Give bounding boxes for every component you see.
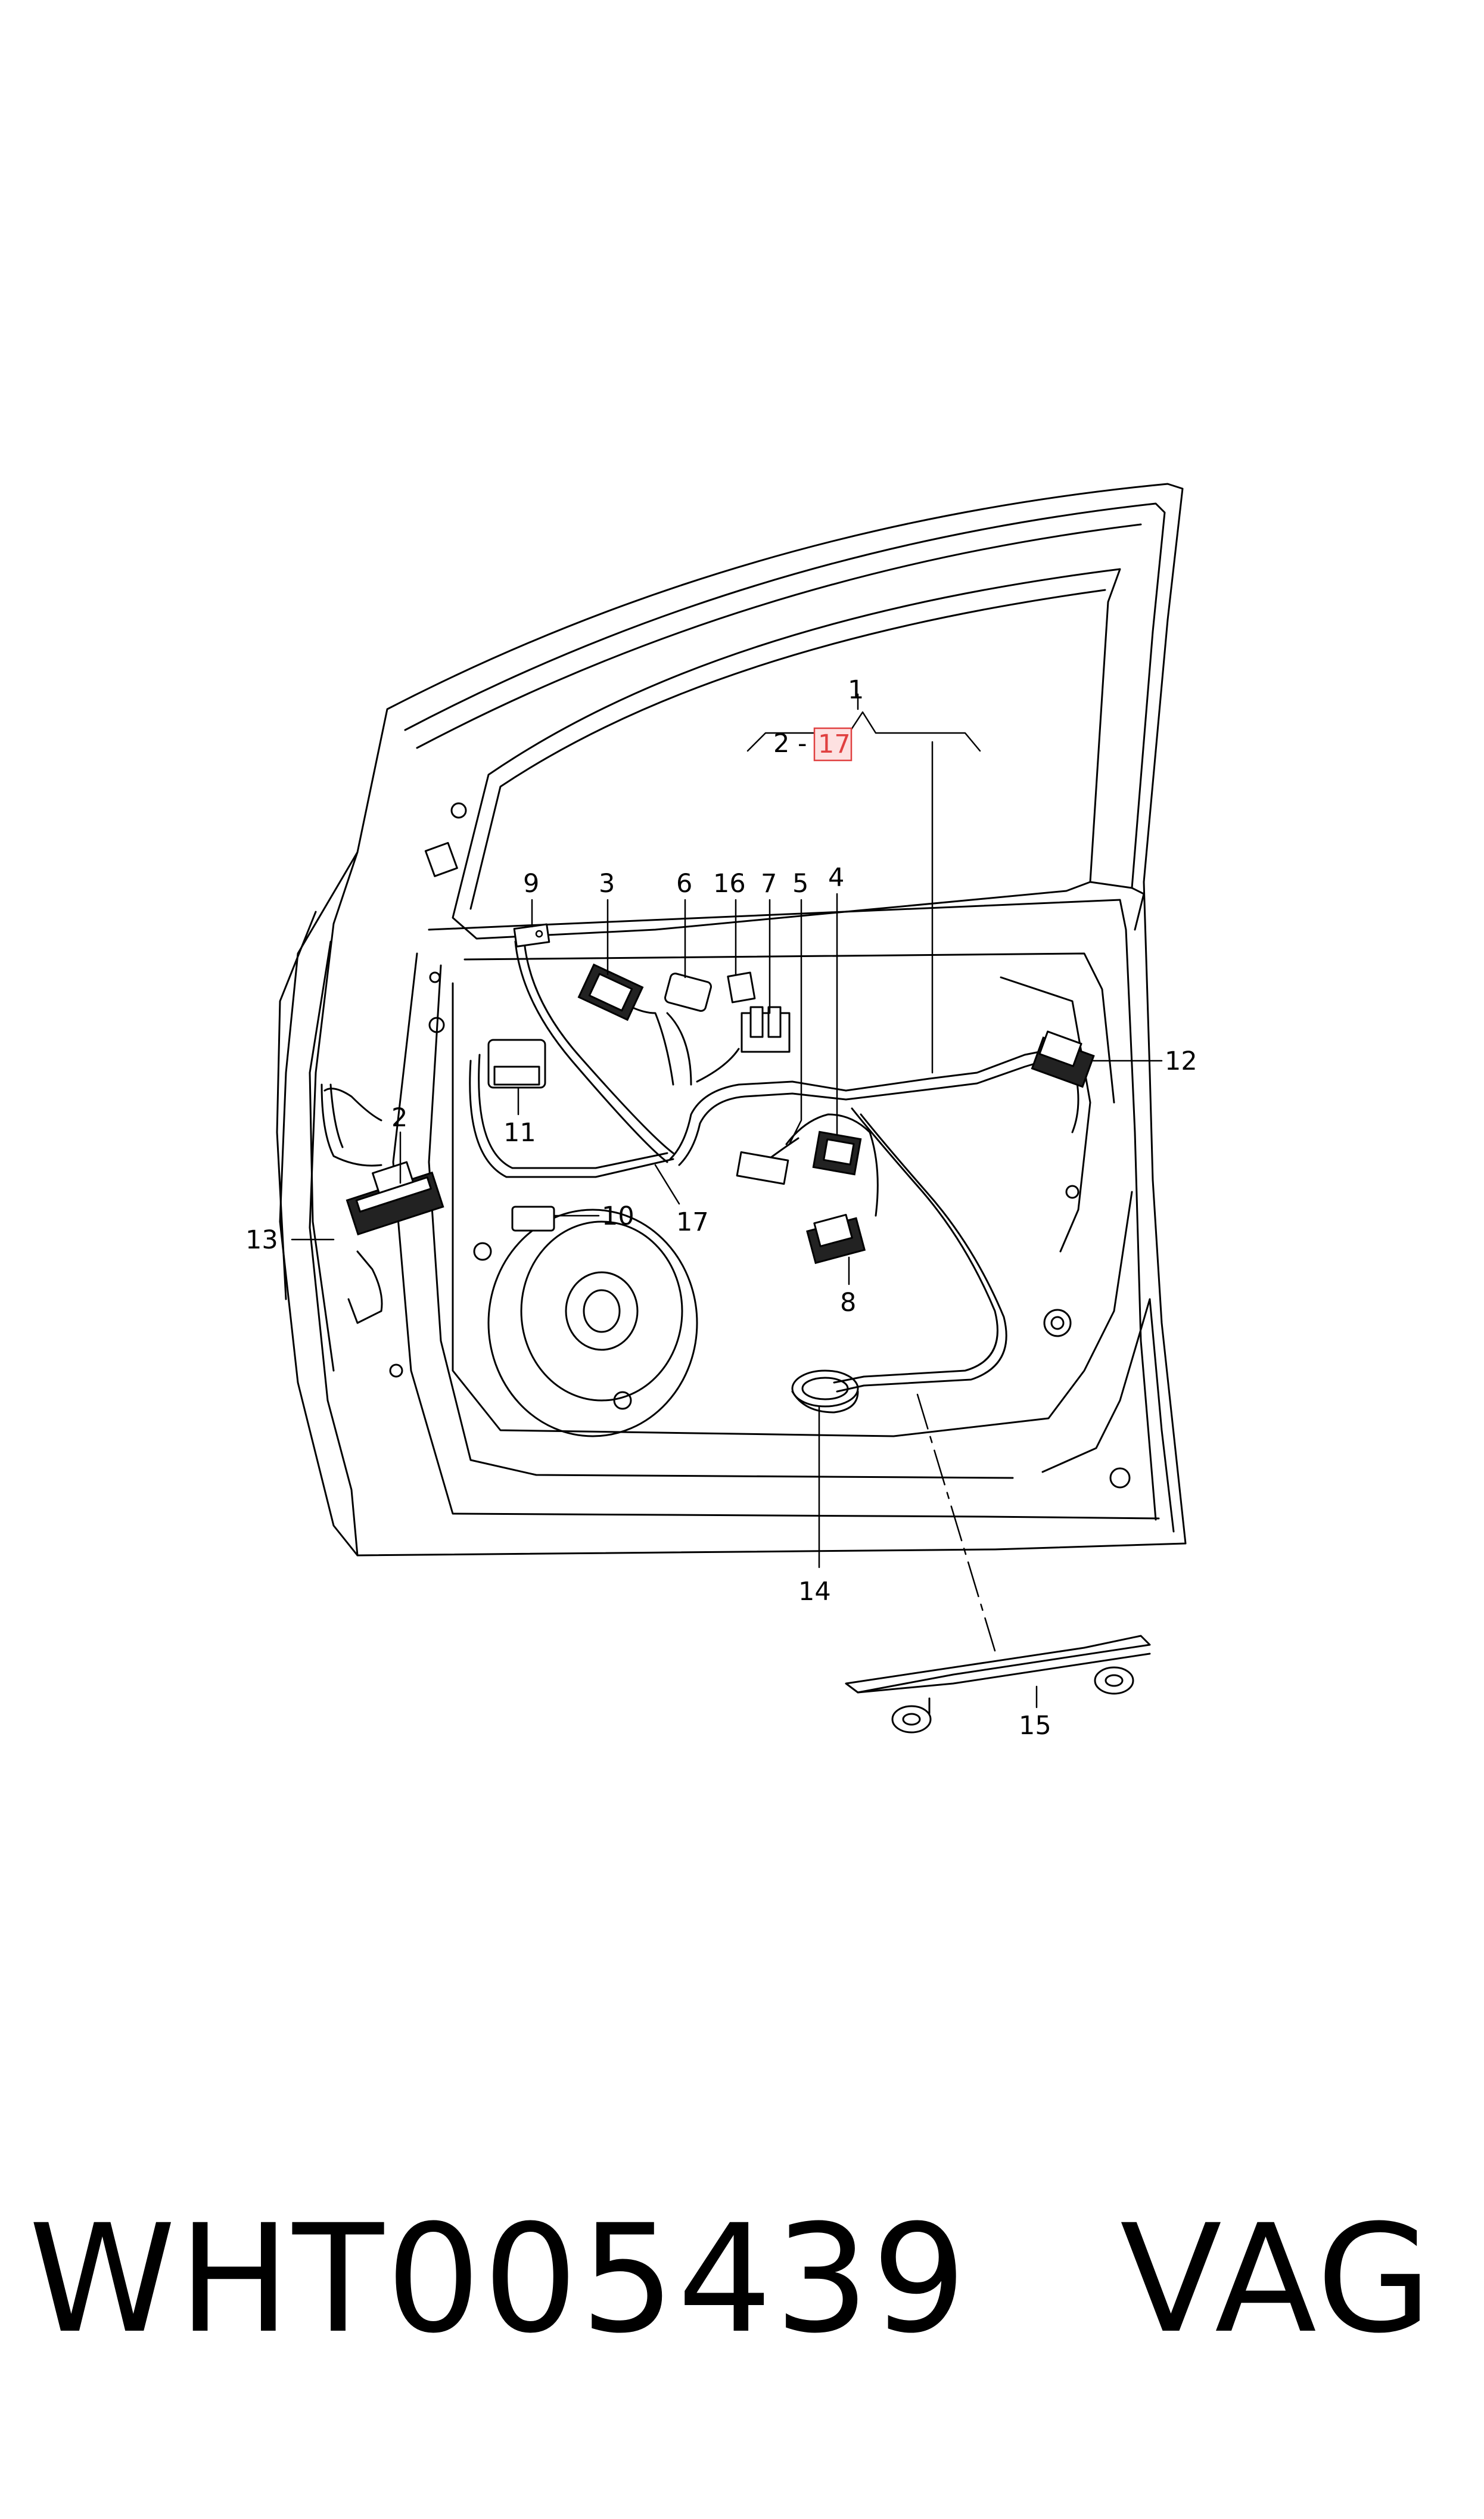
callout-labels: 1 2 - 17 9 3 6 16 7 5 4 12 11 2 13 10 17… — [245, 675, 1197, 1741]
callout-5: 5 — [792, 869, 808, 899]
mounting-holes — [380, 802, 1131, 1489]
callout-8: 8 — [840, 1288, 856, 1318]
callout-2: 2 — [391, 1103, 407, 1133]
leader-lines — [291, 693, 1163, 1709]
callout-7: 7 — [761, 869, 777, 899]
callout-15: 15 — [1019, 1711, 1051, 1741]
callout-12: 12 — [1165, 1046, 1197, 1076]
connectors — [346, 923, 1095, 1265]
callout-10: 10 — [602, 1201, 634, 1231]
diagram-code: WHT005439 — [29, 2192, 969, 2366]
callout-11: 11 — [503, 1118, 536, 1148]
speaker — [487, 1209, 698, 1437]
callout-3: 3 — [599, 869, 615, 899]
callout-4: 4 — [828, 863, 844, 893]
brand-label: VAG — [1120, 2192, 1435, 2366]
callout-6: 6 — [676, 869, 692, 899]
sill-strip — [845, 1635, 1151, 1734]
door-frame — [276, 483, 1187, 1557]
callout-range-from: 2 - — [773, 729, 807, 759]
callout-13: 13 — [245, 1225, 278, 1255]
callout-1: 1 — [848, 675, 864, 705]
wiring-harness — [321, 940, 1079, 1414]
callout-17: 17 — [676, 1207, 709, 1237]
callout-9: 9 — [523, 869, 539, 899]
callout-range-to[interactable]: 17 — [818, 729, 851, 759]
callout-14: 14 — [798, 1577, 831, 1607]
callout-16: 16 — [713, 869, 746, 899]
callout-range-highlight[interactable] — [813, 727, 853, 762]
